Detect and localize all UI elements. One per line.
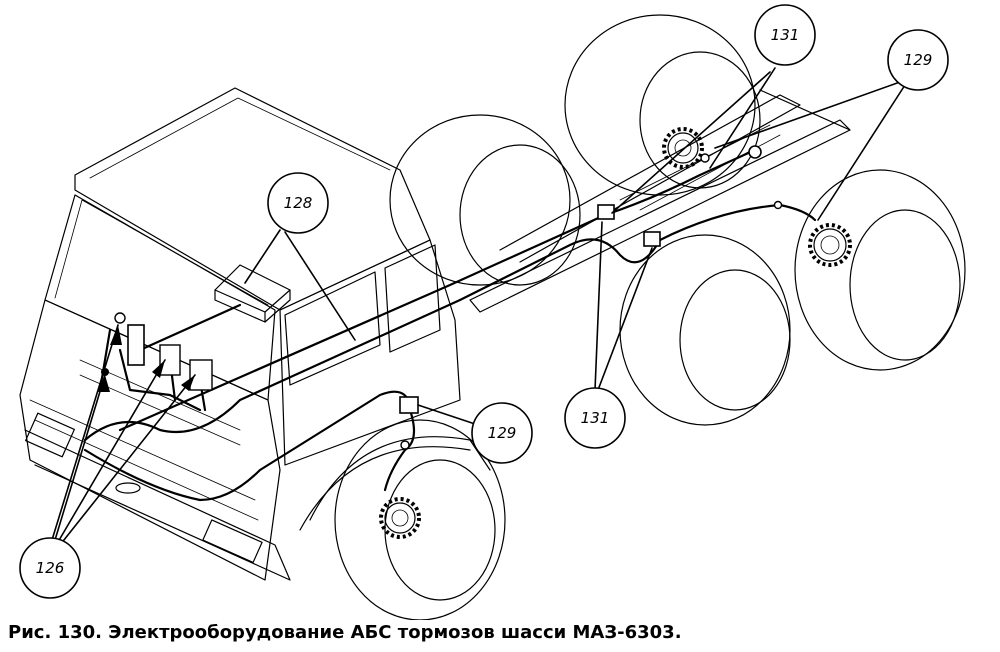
callout-129-front: 129 — [471, 402, 533, 464]
callout-126: 126 — [19, 537, 81, 599]
rear-wheels — [389, 14, 966, 426]
wiring-harness — [83, 145, 817, 502]
callout-128: 128 — [267, 172, 329, 234]
callout-129-top-label: 129 — [904, 51, 933, 69]
callout-129-top: 129 — [887, 29, 949, 91]
callout-128-label: 128 — [284, 194, 313, 212]
abs-wiring-diagram: 128 131 129 129 131 126 — [19, 4, 966, 620]
front-wheel — [334, 419, 506, 620]
figure-caption: Рис. 130. Электрооборудование АБС тормоз… — [8, 622, 682, 643]
callout-131-mid-label: 131 — [581, 409, 610, 427]
chassis-frame — [469, 89, 851, 313]
callout-129-front-label: 129 — [488, 424, 517, 442]
callout-leaders — [51, 67, 906, 546]
callout-126-label: 126 — [36, 559, 65, 577]
callout-131-top: 131 — [754, 4, 816, 66]
callout-131-mid: 131 — [564, 387, 626, 449]
callout-131-top-label: 131 — [771, 26, 800, 44]
sensor-rings — [379, 127, 852, 539]
